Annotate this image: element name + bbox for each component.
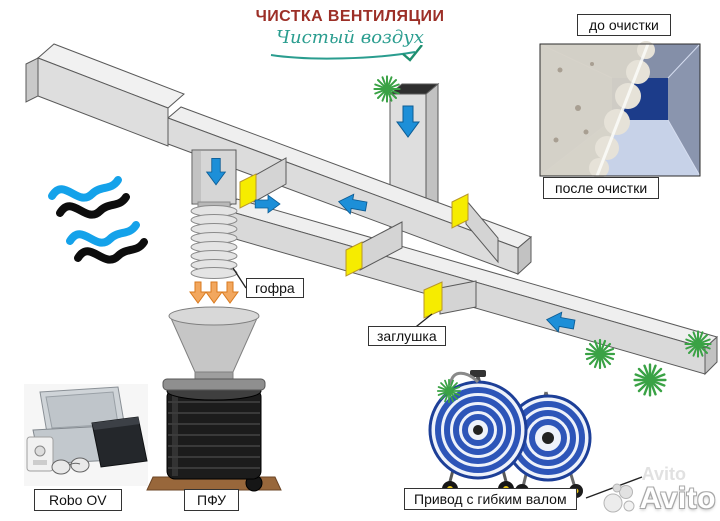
corrugated-hose xyxy=(190,201,238,279)
down-arrow-icon xyxy=(221,281,239,304)
cleaning-brush-icon xyxy=(684,330,712,358)
cleaning-brush-icon xyxy=(633,363,667,397)
cleaning-brush-icon xyxy=(584,338,616,370)
flexible-shaft-drives xyxy=(428,370,592,498)
after-cleaning-label: после очистки xyxy=(543,177,660,199)
before-cleaning-label: до очистки xyxy=(577,14,671,36)
drive-label: Привод с гибким валом xyxy=(404,488,577,510)
avito-logo-icon xyxy=(603,483,635,513)
watermark-text: Avito xyxy=(639,482,716,515)
duct-before-after-photo xyxy=(539,41,701,178)
subtitle: Чистый воздух xyxy=(276,27,424,48)
plug-icon xyxy=(423,281,443,319)
down-arrow-icon xyxy=(205,281,223,304)
cleaning-brush-icon xyxy=(436,378,462,404)
hopper-funnel xyxy=(168,306,260,383)
plug-icon xyxy=(451,193,469,229)
duct-plugs xyxy=(239,173,469,319)
watermark-ghost-text: Avito xyxy=(641,464,686,484)
down-arrow-icon xyxy=(189,281,207,304)
page-title: ЧИСТКА ВЕНТИЛЯЦИИ Чистый воздух xyxy=(238,8,462,63)
plug-icon xyxy=(345,241,363,277)
dust-speckles xyxy=(553,62,594,143)
avito-watermark: Avito xyxy=(603,482,716,516)
air-flow-icon xyxy=(48,176,148,264)
debris-arrows xyxy=(189,281,239,304)
duct-branch-stubs xyxy=(253,157,499,315)
subtitle-flourish-icon xyxy=(270,45,423,62)
robot-label: Robo OV xyxy=(34,489,122,511)
duct-upper-trunk xyxy=(25,43,532,276)
cleaning-brush-icon xyxy=(373,75,401,103)
drive-machine-front xyxy=(428,370,528,497)
plug-label: заглушка xyxy=(368,326,446,346)
filter-unit-label: ПФУ xyxy=(184,489,239,511)
main-title: ЧИСТКА ВЕНТИЛЯЦИИ xyxy=(255,8,445,25)
hose-label: гофра xyxy=(246,278,304,298)
filter-unit-barrel xyxy=(146,378,282,492)
robot-inspection-kit xyxy=(24,384,148,486)
plug-icon xyxy=(239,173,257,209)
